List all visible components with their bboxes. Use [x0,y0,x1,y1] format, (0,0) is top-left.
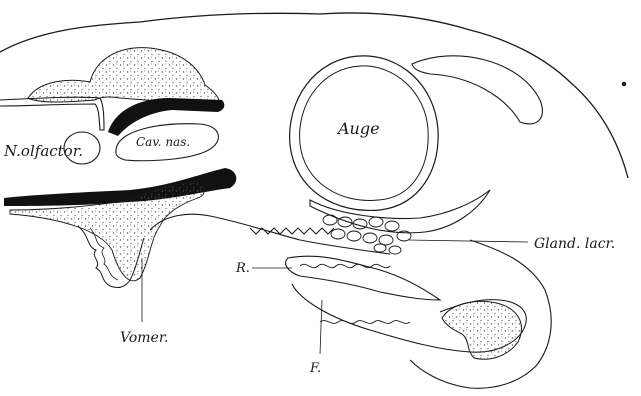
epithelium-band [250,228,334,234]
folded-structure-inner [300,264,390,267]
lacrimal-gland [323,215,411,254]
label-vomer: Vomer. [120,330,168,346]
eye-crescent [412,56,542,124]
palate-curve [150,214,390,254]
ink-dot [622,82,626,86]
folded-structure [286,256,440,300]
leader-gland-lacr [408,240,528,242]
lower-folds [320,321,410,324]
label-n-olfactor: N.olfactor. [3,142,83,160]
upper-black-bar [108,98,224,136]
label-f: F. [309,361,321,376]
leader-f [320,300,322,354]
label-gland-lacr: Gland. lacr. [534,236,615,252]
lower-eyelid [310,190,490,233]
label-cav-nas: Cav. nas. [136,135,190,149]
label-auge: Auge [336,119,380,138]
label-r: R. [235,261,250,276]
